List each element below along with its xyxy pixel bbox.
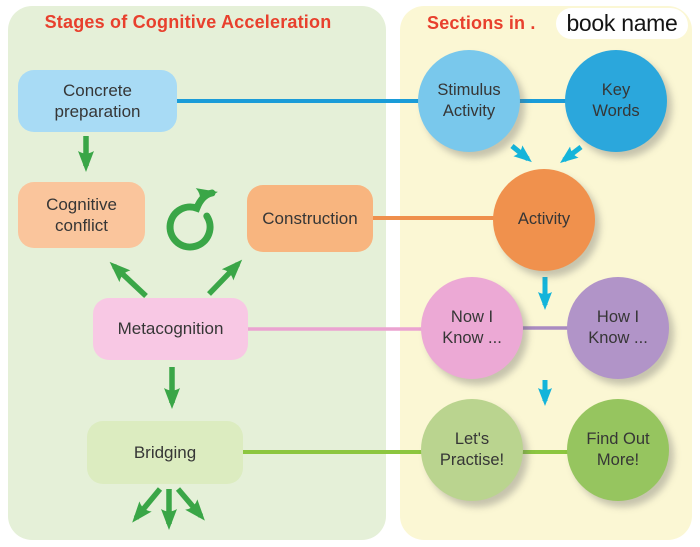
book-name-label: book name (566, 10, 678, 36)
section-circle-lets-practise: Let's Practise! (421, 399, 523, 501)
circle-label: Know ... (442, 329, 502, 347)
circle-label: Find Out (586, 429, 650, 448)
circle-label: Know ... (588, 329, 648, 347)
metacognition-to-cognitive-arrow-icon (109, 261, 148, 299)
stage-box-concrete-preparation: Concrete preparation (18, 70, 177, 132)
box-label: Bridging (133, 442, 197, 462)
circle-label: Words (592, 102, 640, 120)
circle-label: Now I (450, 307, 494, 326)
circle-label: More! (596, 451, 640, 469)
section-circle-now-i-know: Now I Know ... (421, 277, 523, 379)
cycle-arrow-icon (166, 188, 218, 251)
circle-label: How I (596, 307, 640, 326)
stage-box-construction: Construction (247, 185, 373, 252)
circle-label: Practise! (439, 451, 505, 469)
keywords-to-activity-arrow-icon (560, 145, 583, 164)
box-label: conflict (55, 216, 108, 235)
circle-label: Stimulus (437, 80, 501, 99)
book-name-overlay: book name (556, 8, 688, 39)
circle-label: Activity (517, 210, 571, 229)
stimulus-to-activity-arrow-icon (510, 144, 532, 163)
box-label: Metacognition (117, 319, 224, 339)
section-circle-how-i-know: How I Know ... (567, 277, 669, 379)
stage-box-cognitive-conflict: Cognitive conflict (18, 182, 145, 248)
circle-label: Let's (454, 429, 490, 448)
circle-label: Activity (442, 102, 496, 120)
stages-title: Stages of Cognitive Acceleration (44, 12, 332, 32)
bridging-out-right-arrow-icon (175, 487, 205, 521)
sections-title: Sections in . (427, 13, 536, 33)
section-circle-key-words: Key Words (565, 50, 667, 152)
box-label: Construction (262, 208, 358, 228)
stage-box-metacognition: Metacognition (93, 298, 248, 360)
stage-box-bridging: Bridging (87, 421, 243, 484)
metacognition-to-construction-arrow-icon (207, 259, 243, 296)
circle-label: Key (601, 80, 631, 99)
box-label: Concrete (63, 80, 132, 100)
section-circle-stimulus-activity: Stimulus Activity (418, 50, 520, 152)
section-circle-find-out-more: Find Out More! (567, 399, 669, 501)
box-label: preparation (54, 102, 141, 121)
box-label: Cognitive (46, 194, 117, 214)
section-circle-activity: Activity (493, 169, 595, 271)
bridging-out-left-arrow-icon (132, 487, 163, 523)
